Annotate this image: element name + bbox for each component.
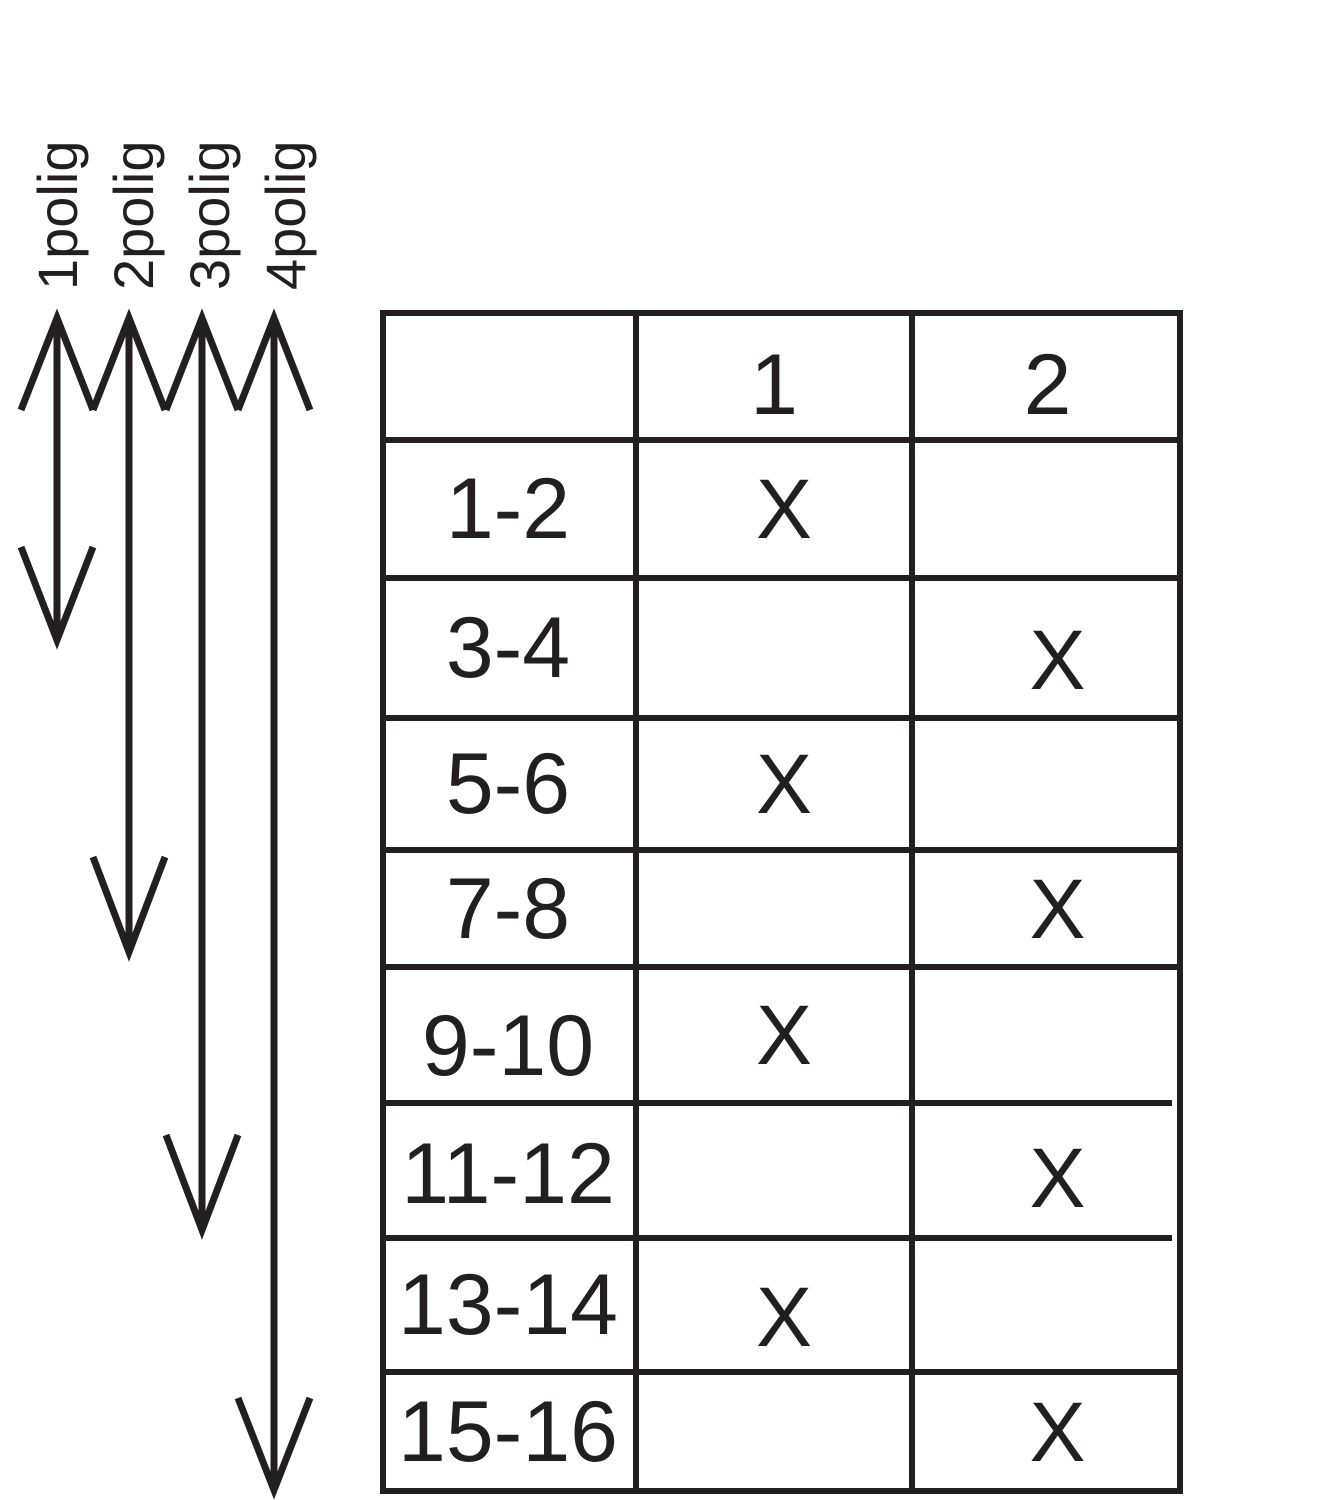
row-label-13-14: 13-14 bbox=[398, 1257, 618, 1353]
row-label-7-8: 7-8 bbox=[445, 860, 571, 957]
row-label-9-10: 9-10 bbox=[421, 998, 595, 1094]
pole-range-arrows bbox=[17, 308, 314, 1500]
header-cell-empty bbox=[380, 310, 636, 440]
row-3-4-pos2: X bbox=[1029, 613, 1086, 707]
row-15-16-pos1 bbox=[636, 1372, 912, 1491]
row-label-5-6: 5-6 bbox=[445, 736, 571, 832]
header-position-2: 2 bbox=[1023, 337, 1072, 433]
arrow-4polig bbox=[234, 308, 314, 1500]
row-3-4-pos1 bbox=[636, 578, 912, 718]
row-label-1-2: 1-2 bbox=[445, 461, 571, 557]
row-label-3-4: 3-4 bbox=[445, 600, 571, 696]
row-7-8-pos1 bbox=[636, 850, 912, 967]
row-9-10-pos2 bbox=[912, 967, 1183, 1103]
row-11-12-pos2: X bbox=[1029, 1130, 1086, 1225]
arrow-1polig bbox=[17, 308, 97, 650]
row-5-6-pos1: X bbox=[755, 737, 813, 831]
row-label-15-16: 15-16 bbox=[398, 1383, 618, 1480]
row-15-16-pos2: X bbox=[1029, 1384, 1086, 1479]
arrow-3polig bbox=[162, 308, 242, 1240]
row-11-12-pos1 bbox=[636, 1103, 912, 1238]
switching-table: 1 2 1-2 X 3-4 X 5-6 X 7-8 X 9-10 X 11-12… bbox=[380, 310, 1183, 1494]
row-1-2-pos1: X bbox=[755, 462, 813, 556]
row-9-10-pos1: X bbox=[755, 988, 813, 1082]
row-1-2-pos2 bbox=[912, 440, 1183, 578]
row-5-6-pos2 bbox=[912, 718, 1183, 850]
row-7-8-pos2: X bbox=[1029, 861, 1086, 956]
table-grid bbox=[380, 310, 1183, 1494]
header-position-1: 1 bbox=[750, 337, 798, 433]
row-label-11-12: 11-12 bbox=[401, 1125, 615, 1222]
row-13-14-pos2 bbox=[912, 1238, 1183, 1372]
row-13-14-pos1: X bbox=[755, 1270, 813, 1364]
arrow-2polig bbox=[89, 308, 169, 962]
